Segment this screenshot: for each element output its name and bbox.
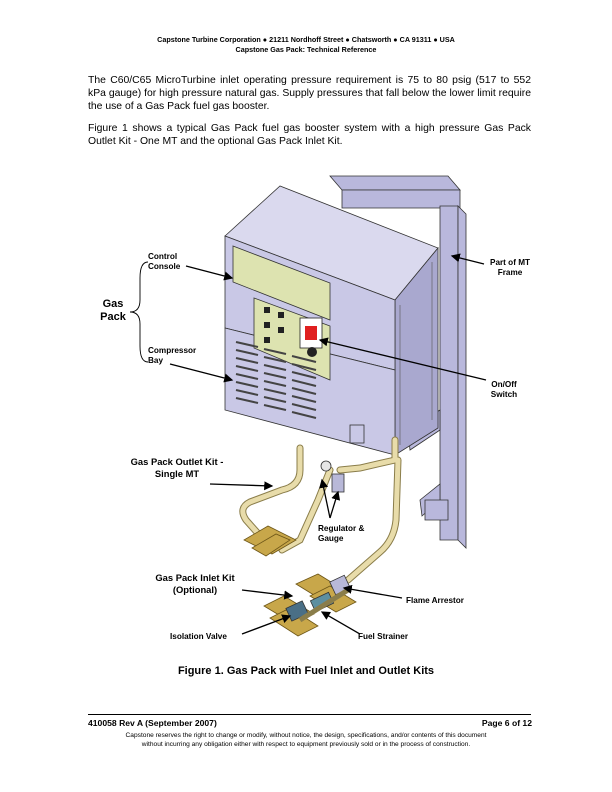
arrow-part-of-mt <box>450 253 485 265</box>
arrow-control-console <box>185 265 234 281</box>
paragraph-figure-intro: Figure 1 shows a typical Gas Pack fuel g… <box>88 123 531 147</box>
page-header-title: Capstone Gas Pack: Technical Reference <box>235 45 377 54</box>
paragraph-inlet-pressure: The C60/C65 MicroTurbine inlet operating… <box>88 75 531 112</box>
label-fuel-strainer: Fuel Strainer <box>358 632 409 641</box>
label-outlet-kit: Gas Pack Outlet Kit -Single MT <box>130 456 224 479</box>
regulator <box>331 473 345 493</box>
footer-legal-line-2: without incurring any obligation either … <box>141 741 471 748</box>
arrow-fuel-strainer <box>320 611 361 635</box>
console-buttons <box>264 307 284 343</box>
arrow-regulator-1 <box>319 478 331 519</box>
arrow-flame-arrestor <box>342 584 403 599</box>
footer-doc-id: 410058 Rev A (September 2007) <box>88 718 217 728</box>
footer-legal-line-1: Capstone reserves the right to change or… <box>125 732 487 739</box>
arrow-regulator-2 <box>329 490 341 519</box>
label-flame-arrestor: Flame Arrestor <box>406 596 464 605</box>
arrow-inlet-kit <box>241 589 294 600</box>
figure-caption: Figure 1. Gas Pack with Fuel Inlet and O… <box>177 665 435 677</box>
footer-divider <box>88 714 531 715</box>
page-header-company: Capstone Turbine Corporation ● 21211 Nor… <box>157 35 455 44</box>
control-console-panel <box>232 245 331 321</box>
outlet-kit-struts <box>243 525 297 557</box>
footer-page-number: Page 6 of 12 <box>481 718 532 728</box>
arrow-onoff-switch <box>318 337 487 381</box>
arrow-outlet-kit <box>209 481 274 491</box>
gas-pack-brace <box>129 261 149 363</box>
arrow-isolation-valve <box>241 614 292 635</box>
label-inlet-kit: Gas Pack Inlet Kit(Optional) <box>155 572 235 595</box>
compressor-vents <box>235 341 317 419</box>
label-regulator-gauge: Regulator &Gauge <box>318 524 365 543</box>
arrow-compressor-bay <box>169 363 234 383</box>
label-isolation-valve: Isolation Valve <box>170 632 227 641</box>
on-off-switch <box>305 326 317 340</box>
pressure-gauge <box>320 460 332 472</box>
